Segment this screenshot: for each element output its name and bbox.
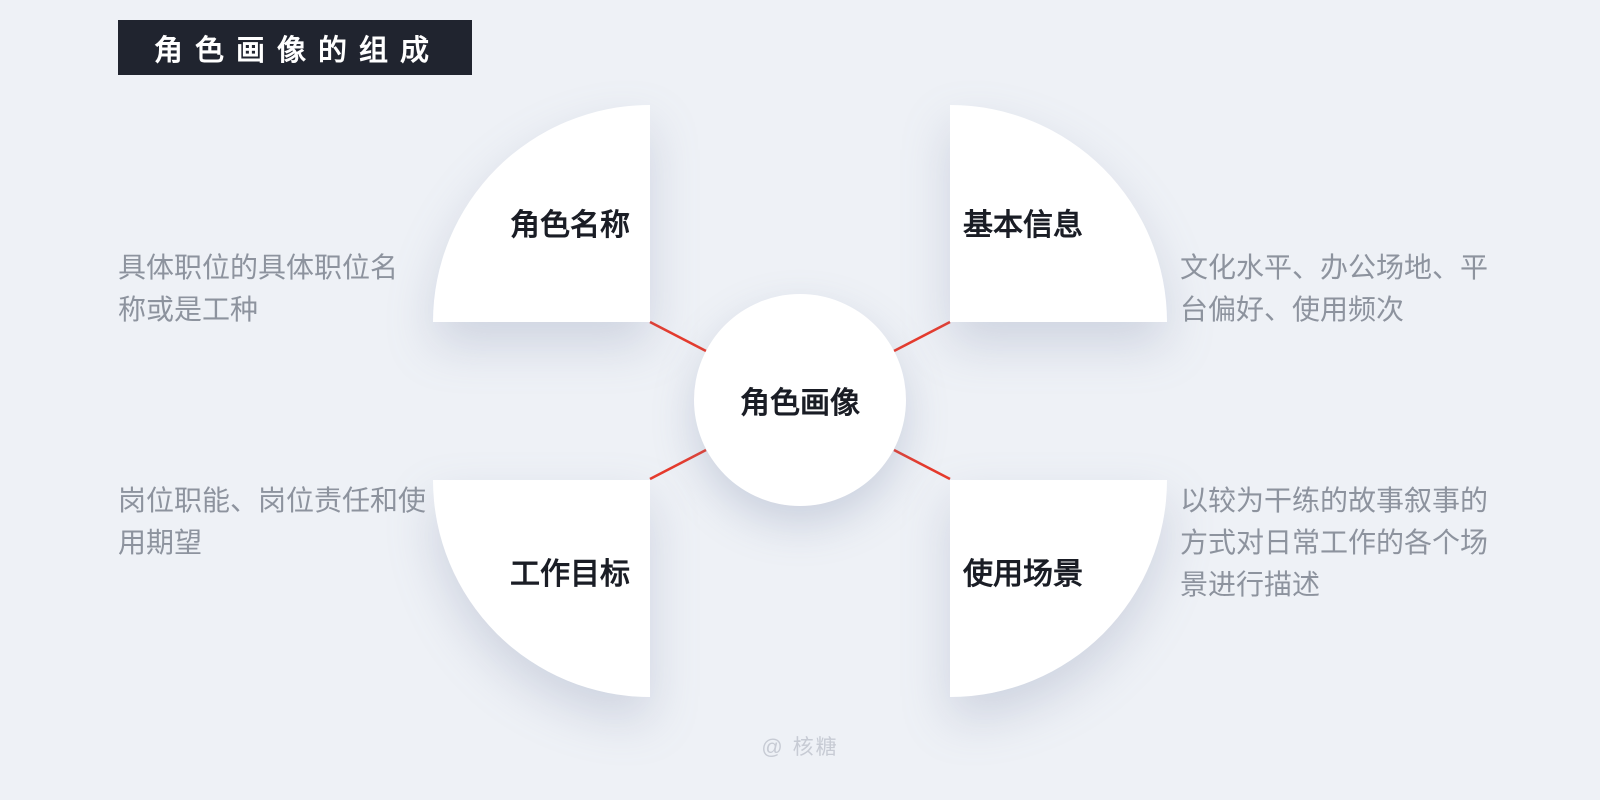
quadrant-label-role-name: 角色名称 xyxy=(510,209,630,242)
diagram-title: 角色画像的组成 xyxy=(154,34,442,67)
quadrant-description-work-goal: 岗位职能、岗位责任和使用期望 xyxy=(118,485,427,558)
watermark: @ 核糖 xyxy=(761,736,839,759)
diagram-title-box: 角色画像的组成 xyxy=(118,20,472,75)
connector-line-top-left xyxy=(649,320,707,353)
quadrant-label-basic-info: 基本信息 xyxy=(963,209,1083,242)
center-node: 角色画像 xyxy=(694,294,906,506)
connector-line-bottom-right xyxy=(893,448,951,481)
quadrant-description-use-scene: 以较为干练的故事叙事的方式对日常工作的各个场景进行描述 xyxy=(1180,485,1489,600)
quadrant-description-role-name: 具体职位的具体职位名称或是工种 xyxy=(118,252,399,325)
quadrant-description-basic-info: 文化水平、办公场地、平台偏好、使用频次 xyxy=(1180,252,1489,325)
quadrant-label-work-goal: 工作目标 xyxy=(510,558,630,591)
connector-line-bottom-left xyxy=(649,448,707,481)
center-node-label: 角色画像 xyxy=(740,387,860,420)
connector-line-top-right xyxy=(893,320,951,353)
quadrant-label-use-scene: 使用场景 xyxy=(963,558,1083,591)
